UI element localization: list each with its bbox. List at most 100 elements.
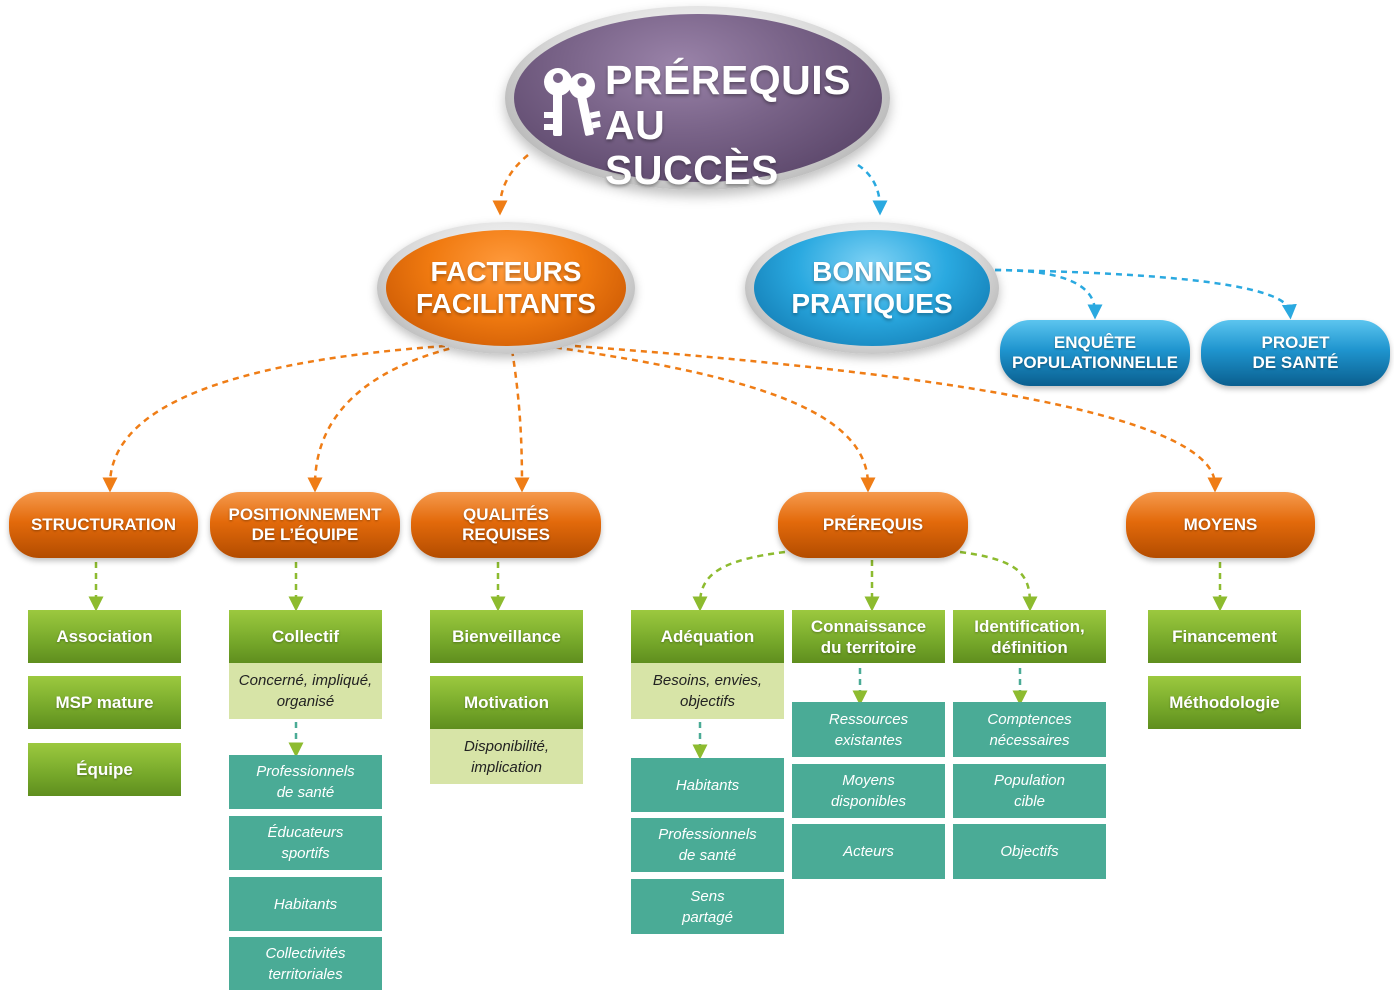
connaissance-box: Connaissance du territoire bbox=[792, 610, 945, 663]
connector-bonnes-projet bbox=[994, 268, 1297, 320]
structuration-pill: STRUCTURATION bbox=[9, 492, 198, 558]
identification-item: Population cible bbox=[953, 764, 1106, 818]
identification-item-line1: Objectifs bbox=[1000, 843, 1059, 860]
bonnes-line1: BONNES bbox=[812, 256, 932, 287]
member-line2: territoriales bbox=[268, 965, 343, 983]
identification-item: Comptences nécessaires bbox=[953, 702, 1106, 757]
positionnement-line1: POSITIONNEMENT bbox=[228, 505, 382, 524]
identification-line1: Identification, bbox=[974, 616, 1085, 636]
adequation-item-line1: Habitants bbox=[675, 776, 740, 794]
connaissance-item: Ressources existantes bbox=[792, 702, 945, 757]
root-title-line2: AU SUCCÈS bbox=[605, 102, 779, 193]
adequation-item-line1: Sens bbox=[690, 887, 725, 905]
qualites-line1: QUALITÉS bbox=[463, 505, 549, 524]
connector-root-facteurs bbox=[492, 154, 529, 216]
structuration-item: Équipe bbox=[28, 743, 181, 796]
member-line2: de santé bbox=[276, 784, 335, 801]
facteurs-node: FACTEURS FACILITANTS bbox=[386, 230, 626, 346]
connaissance-item-line2: existantes bbox=[834, 731, 903, 749]
adequation-item-line2: de santé bbox=[678, 847, 737, 864]
root-title-line1: PRÉREQUIS bbox=[605, 57, 851, 103]
collectif-subtitle: Concerné, impliqué, organisé bbox=[229, 663, 382, 719]
prerequis-label: PRÉREQUIS bbox=[822, 515, 924, 534]
keys-icon bbox=[544, 68, 601, 136]
positionnement-pill: POSITIONNEMENT DE L’ÉQUIPE bbox=[210, 492, 400, 558]
root-title: PRÉREQUIS AU SUCCÈS bbox=[605, 57, 851, 193]
adequation-subtitle-line2: objectifs bbox=[679, 693, 736, 710]
positionnement-member: Éducateurs sportifs bbox=[229, 816, 382, 870]
motivation-subtitle: Disponibilité, implication bbox=[430, 729, 583, 784]
collectif-subtitle-line1: Concerné, impliqué, bbox=[238, 672, 373, 689]
projet-pill: PROJET DE SANTÉ bbox=[1201, 320, 1390, 386]
connaissance-item-line1: Acteurs bbox=[843, 843, 894, 860]
enquete-pill: ENQUÊTE POPULATIONNELLE bbox=[1000, 320, 1190, 386]
adequation-label: Adéquation bbox=[660, 627, 755, 646]
collectif-subtitle-line2: organisé bbox=[276, 693, 335, 710]
adequation-item: Habitants bbox=[631, 758, 784, 812]
connaissance-item: Moyens disponibles bbox=[792, 764, 945, 818]
positionnement-member: Habitants bbox=[229, 877, 382, 931]
adequation-subtitle-line1: Besoins, envies, bbox=[652, 672, 763, 689]
connaissance-item: Acteurs bbox=[792, 824, 945, 879]
motivation-subtitle-line2: implication bbox=[471, 758, 542, 776]
structuration-label: STRUCTURATION bbox=[30, 515, 177, 534]
connector-facteurs-moyens bbox=[574, 344, 1223, 493]
adequation-subtitle: Besoins, envies, objectifs bbox=[631, 663, 784, 719]
connector-facteurs-structuration bbox=[102, 344, 446, 493]
moyens-label: MOYENS bbox=[1183, 515, 1258, 534]
identification-item-line1: Comptences bbox=[987, 710, 1072, 728]
member-line1: Habitants bbox=[273, 895, 338, 913]
facteurs-line1: FACTEURS bbox=[430, 256, 582, 287]
structuration-item-label: MSP mature bbox=[55, 693, 154, 712]
moyens-item: Financement bbox=[1148, 610, 1301, 663]
identification-item: Objectifs bbox=[953, 824, 1106, 879]
qualites-item: Motivation bbox=[430, 676, 583, 729]
connaissance-line2: du territoire bbox=[820, 637, 917, 657]
structuration-item-label: Équipe bbox=[76, 760, 133, 779]
connaissance-item-line2: disponibles bbox=[830, 793, 907, 810]
bonnes-line2: PRATIQUES bbox=[791, 288, 953, 319]
adequation-item: Sens partagé bbox=[631, 879, 784, 934]
identification-item-line2: cible bbox=[1014, 793, 1045, 810]
moyens-item-label: Financement bbox=[1172, 627, 1277, 646]
structuration-item: MSP mature bbox=[28, 676, 181, 729]
connector-facteurs-prerequis bbox=[544, 344, 876, 493]
qualites-item-label: Motivation bbox=[464, 693, 549, 712]
positionnement-line2: DE L’ÉQUIPE bbox=[251, 525, 359, 544]
identification-line2: définition bbox=[991, 637, 1068, 657]
connaissance-item-line1: Ressources bbox=[828, 710, 909, 728]
qualites-pill: QUALITÉS REQUISES bbox=[411, 492, 601, 558]
adequation-item-line2: partagé bbox=[682, 908, 733, 926]
identification-box: Identification, définition bbox=[953, 610, 1106, 663]
identification-item-line1: Population bbox=[994, 772, 1065, 789]
identification-item-line2: nécessaires bbox=[989, 731, 1070, 749]
adequation-item: Professionnels de santé bbox=[631, 818, 784, 872]
connector-facteurs-qualites bbox=[510, 349, 530, 493]
projet-line1: PROJET bbox=[1261, 333, 1330, 352]
root-node bbox=[514, 14, 882, 182]
connector-prerequis-adequation bbox=[692, 550, 786, 612]
collectif-label: Collectif bbox=[271, 627, 340, 646]
moyens-item-label: Méthodologie bbox=[1169, 693, 1280, 712]
enquete-line1: ENQUÊTE bbox=[1053, 333, 1137, 352]
bonnes-node: BONNES PRATIQUES bbox=[754, 230, 990, 346]
qualites-item: Bienveillance bbox=[430, 610, 583, 663]
motivation-subtitle-line1: Disponibilité, bbox=[463, 737, 550, 755]
qualites-item-label: Bienveillance bbox=[452, 627, 561, 646]
connector-facteurs-positionnement bbox=[307, 344, 461, 493]
structuration-item: Association bbox=[28, 610, 181, 663]
positionnement-member: Collectivités territoriales bbox=[229, 937, 382, 990]
enquete-line2: POPULATIONNELLE bbox=[1012, 353, 1178, 372]
collectif-box: Collectif bbox=[229, 610, 382, 663]
member-line1: Professionnels bbox=[256, 763, 355, 780]
member-line1: Collectivités bbox=[265, 944, 346, 962]
facteurs-line2: FACILITANTS bbox=[416, 288, 596, 319]
structuration-item-label: Association bbox=[56, 627, 153, 646]
projet-line2: DE SANTÉ bbox=[1252, 353, 1339, 372]
prerequis-pill: PRÉREQUIS bbox=[778, 492, 968, 558]
adequation-box: Adéquation bbox=[631, 610, 784, 663]
connector-bonnes-enquete bbox=[994, 268, 1103, 320]
moyens-item: Méthodologie bbox=[1148, 676, 1301, 729]
member-line2: sportifs bbox=[281, 845, 330, 862]
